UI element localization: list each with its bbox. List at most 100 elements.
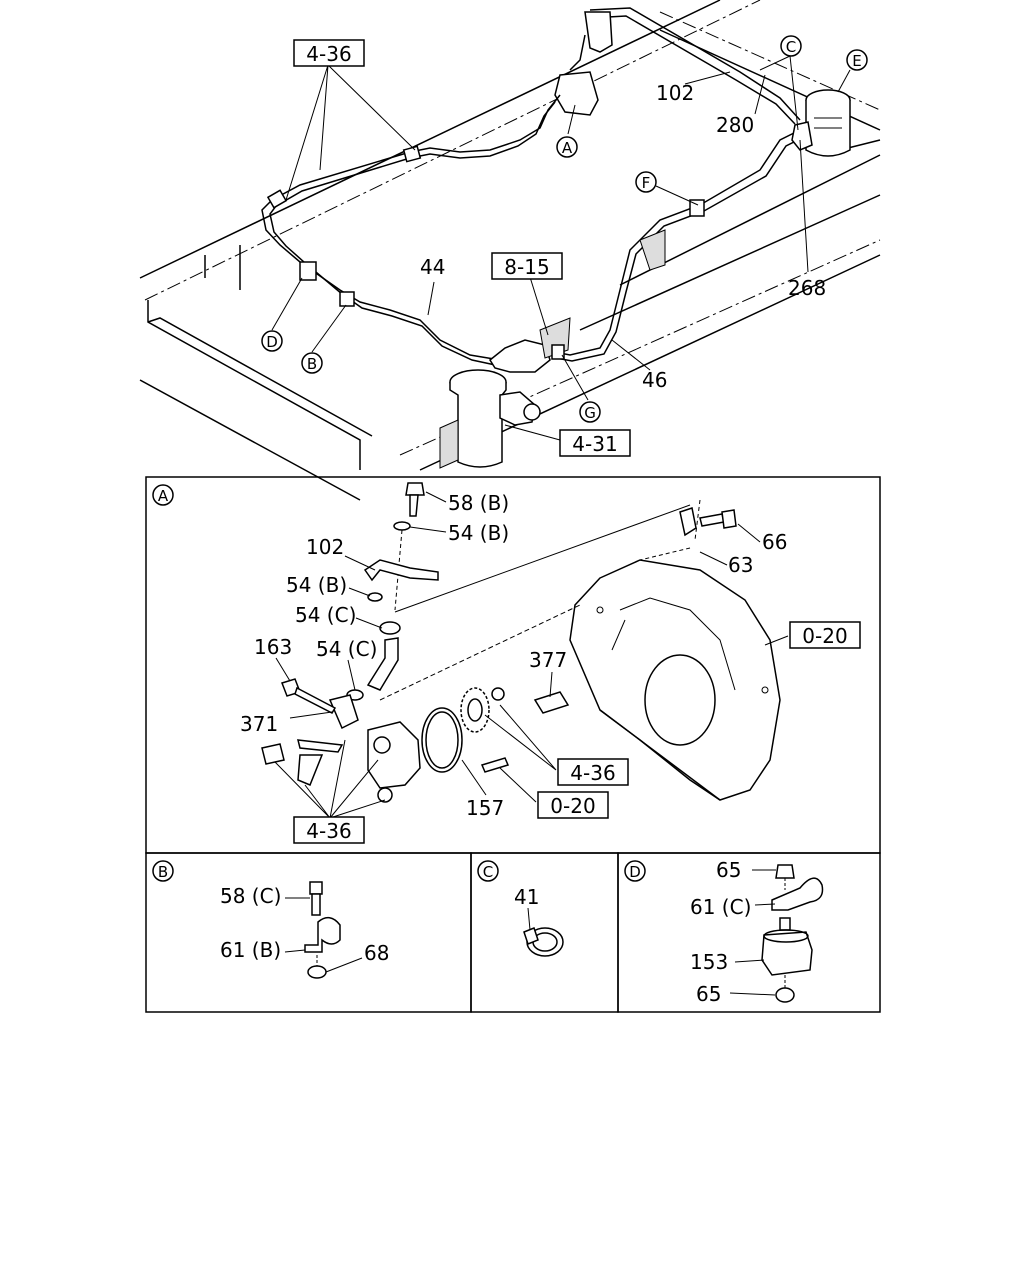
leader-0-20-right [764, 635, 789, 646]
svg-text:B: B [307, 355, 317, 373]
slave-cylinder [554, 71, 599, 116]
ref-box-0-20-mid[interactable] [537, 791, 609, 819]
leader-61c [754, 903, 776, 906]
pipe-drop [569, 34, 586, 71]
callout-a-top[interactable]: A [556, 136, 578, 158]
o-ring-157 [421, 707, 463, 773]
gear-nut [491, 687, 505, 701]
part-number-371: 371 [240, 712, 278, 736]
ref-label-4-36-top: 4-36 [306, 42, 351, 66]
callout-e-top[interactable]: E [846, 49, 868, 71]
leader-54b-mid [348, 587, 371, 597]
mount-153 [761, 931, 813, 976]
part-number-58c: 58 (C) [220, 884, 281, 908]
fitting-upper [584, 11, 613, 53]
ref-box-0-20-right[interactable] [789, 621, 861, 649]
ref-box-8-15[interactable] [491, 252, 563, 280]
part-number-54c-low: 54 (C) [316, 637, 377, 661]
bolt-58c-head [309, 881, 323, 895]
part-number-41: 41 [514, 885, 539, 909]
stud [480, 757, 510, 773]
leader-44 [427, 281, 435, 316]
part-number-54b-top: 54 (B) [448, 521, 509, 545]
bolt-66-shank [699, 513, 725, 527]
part-number-102-a: 102 [306, 535, 344, 559]
leader-f [655, 185, 699, 206]
part-number-102-top: 102 [656, 81, 694, 105]
bolt-58b-shank [409, 494, 419, 517]
leader-65-bottom [729, 992, 776, 996]
nut-65-top [775, 864, 795, 879]
callout-g-top[interactable]: G [579, 401, 601, 423]
clamp-screw [523, 927, 539, 945]
leader-54c-mid [355, 617, 383, 629]
part-number-66: 66 [762, 530, 787, 554]
svg-text:D: D [266, 333, 278, 351]
section-b-frame [145, 852, 472, 1013]
gear-hub [467, 698, 483, 722]
part-number-54b-mid: 54 (B) [286, 573, 347, 597]
washer-54b-top [393, 521, 411, 531]
frame-centerline [144, 0, 761, 301]
mount-153-top [763, 929, 809, 943]
pump-body [367, 721, 421, 789]
part-number-63: 63 [728, 553, 753, 577]
housing-bore [644, 654, 716, 746]
leader-c-top [759, 55, 799, 131]
ref-box-4-36-top[interactable] [293, 39, 365, 67]
section-d-frame [617, 852, 881, 1013]
leader-e [837, 69, 851, 93]
leader-d [271, 277, 303, 331]
frame-rail-right-mid [579, 194, 881, 331]
nut-65-bottom [775, 987, 795, 1003]
svg-text:C: C [786, 38, 796, 56]
o-ring-157-inner [425, 711, 459, 769]
bolt-pump [261, 743, 285, 765]
part-number-54c-mid: 54 (C) [295, 603, 356, 627]
part-number-157: 157 [466, 796, 504, 820]
frame-rail-edge [139, 0, 721, 279]
housing-ribs [611, 597, 736, 691]
clamp-d [299, 261, 317, 281]
leader-41 [527, 907, 531, 931]
hose-lower [366, 637, 399, 691]
ref-box-4-31[interactable] [559, 429, 631, 457]
callout-b-top[interactable]: B [301, 352, 323, 374]
nut-68 [307, 965, 327, 979]
bracket-371 [328, 694, 359, 730]
booster-mount [439, 419, 459, 469]
leader-4-31 [504, 424, 561, 441]
assembly-line-3 [639, 547, 691, 561]
part-number-68: 68 [364, 941, 389, 965]
reservoir-bracket [791, 121, 813, 151]
clip-61b [304, 916, 341, 953]
leader-280 [754, 74, 766, 115]
bolt-58c-shank [311, 893, 321, 916]
pipe-tube [297, 739, 344, 753]
leader-b [311, 304, 347, 353]
part-number-377: 377 [529, 648, 567, 672]
leader-63 [699, 551, 728, 566]
ref-label-8-15: 8-15 [504, 255, 549, 279]
housing-hole-2 [761, 686, 769, 694]
callout-f-top[interactable]: F [635, 171, 657, 193]
leader-66 [737, 523, 761, 543]
svg-text:A: A [158, 487, 169, 505]
leader-4-36-bottom [274, 739, 386, 819]
svg-text:E: E [852, 52, 861, 70]
flywheel-housing [569, 559, 781, 801]
leader-8-15 [529, 276, 549, 336]
frame-rail-inner [147, 317, 373, 437]
leader-54c-low [347, 659, 356, 691]
part-number-280: 280 [716, 113, 754, 137]
top-assembly [139, 0, 881, 501]
callout-d-top[interactable]: D [261, 330, 283, 352]
callout-c-top[interactable]: C [780, 35, 802, 57]
ref-box-4-36-mid[interactable] [557, 758, 629, 786]
ref-box-4-36-bottom[interactable] [293, 816, 365, 844]
svg-text:F: F [642, 174, 651, 192]
section-c-drawing [523, 907, 564, 957]
part-number-163: 163 [254, 635, 292, 659]
leader-371 [289, 711, 333, 719]
leader-4-36-mid [484, 704, 557, 771]
